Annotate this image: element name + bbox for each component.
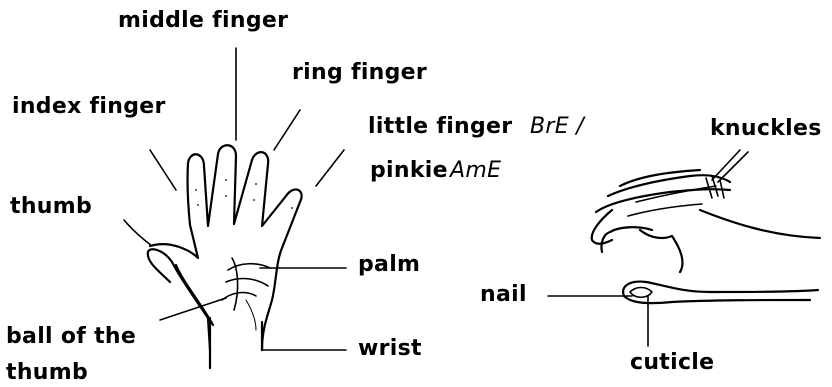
open-hand-drawing [148,145,302,368]
label-middle-finger: middle finger [118,10,288,32]
side-hand-leaders [548,150,748,346]
label-ring-finger: ring finger [292,62,427,84]
label-ame: AmE [450,160,501,182]
label-palm: palm [358,254,420,276]
fist-hand-drawing [592,170,820,272]
label-ball-thumb: thumb [6,362,88,384]
label-index-finger: index finger [12,96,166,118]
label-nail: nail [480,284,527,306]
label-ball-of-the: ball of the [6,326,136,348]
label-bre: BrE / [530,116,584,138]
label-knuckles: knuckles [710,118,822,140]
pointing-hand-drawing [623,282,818,303]
label-pinkie: pinkie [370,160,448,182]
label-thumb: thumb [10,196,92,218]
label-little-finger: little finger [368,116,512,138]
label-wrist: wrist [358,338,422,360]
label-cuticle: cuticle [630,352,714,374]
